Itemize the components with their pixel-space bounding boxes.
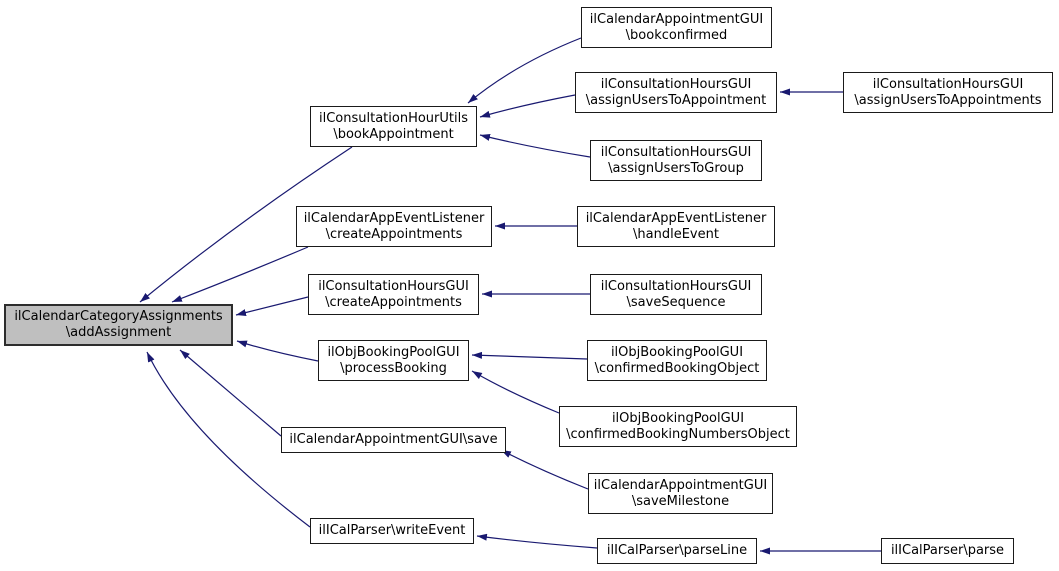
graph-node-label: ilObjBookingPoolGUI [327, 344, 460, 360]
graph-node-confirmedBookingObject[interactable]: ilObjBookingPoolGUI\confirmedBookingObje… [587, 340, 767, 381]
graph-node-label: \processBooking [340, 360, 447, 376]
graph-node-handleEvent[interactable]: ilCalendarAppEventListener\handleEvent [577, 206, 775, 247]
graph-node-label: ilObjBookingPoolGUI [610, 344, 744, 360]
graph-node-label: \assignUsersToGroup [608, 160, 744, 176]
graph-node-label: \bookconfirmed [625, 27, 728, 43]
graph-node-label: \bookAppointment [333, 126, 454, 142]
graph-node-addAssignment: ilCalendarCategoryAssignments\addAssignm… [4, 304, 233, 346]
graph-node-label: \addAssignment [65, 325, 172, 340]
graph-node-label: ilCalendarCategoryAssignments [14, 309, 223, 324]
graph-node-saveSequence[interactable]: ilConsultationHoursGUI\saveSequence [590, 274, 762, 315]
graph-node-assignUsersToGroup[interactable]: ilConsultationHoursGUI\assignUsersToGrou… [590, 140, 762, 181]
graph-node-label: ilConsultationHoursGUI [872, 76, 1024, 92]
edge-bookconfirmed-to-bookAppointment [467, 37, 582, 104]
graph-node-label: ilConsultationHoursGUI [600, 76, 752, 92]
graph-node-label: ilICalParser\parse [890, 543, 1005, 558]
graph-node-label: \handleEvent [633, 226, 719, 242]
graph-node-assignUsersToAppointments[interactable]: ilConsultationHoursGUI\assignUsersToAppo… [843, 72, 1053, 113]
graph-node-label: \createAppointments [325, 226, 463, 242]
graph-node-label: \assignUsersToAppointments [854, 92, 1042, 108]
graph-node-label: ilConsultationHoursGUI [318, 278, 469, 294]
graph-node-label: ilICalParser\writeEvent [318, 523, 466, 538]
graph-node-parse[interactable]: ilICalParser\parse [881, 538, 1014, 564]
graph-node-bookconfirmed[interactable]: ilCalendarAppointmentGUI\bookconfirmed [581, 7, 772, 48]
edge-writeEvent-to-addAssignment [146, 351, 311, 528]
graph-node-save[interactable]: ilCalendarAppointmentGUI\save [281, 427, 506, 453]
graph-node-label: \saveMilestone [631, 493, 730, 509]
graph-node-assignUsersToAppointment[interactable]: ilConsultationHoursGUI\assignUsersToAppo… [575, 72, 777, 113]
edge-assignUsersToGroup-to-bookAppointment [479, 134, 591, 158]
graph-node-label: \confirmedBookingNumbersObject [566, 426, 790, 442]
graph-node-label: ilCalendarAppointmentGUI [593, 477, 768, 493]
graph-node-confirmedBookingNumbersObject[interactable]: ilObjBookingPoolGUI\confirmedBookingNumb… [559, 406, 797, 447]
graph-node-parseLine[interactable]: ilICalParser\parseLine [597, 538, 757, 564]
graph-node-saveMilestone[interactable]: ilCalendarAppointmentGUI\saveMilestone [588, 473, 773, 514]
graph-node-label: ilConsultationHourUtils [318, 110, 468, 126]
edge-confirmedBookingObject-to-processBooking [471, 351, 588, 360]
edge-assignUsersToAppointment-to-bookAppointment [479, 94, 576, 118]
graph-node-label: ilCalendarAppEventListener [303, 210, 485, 226]
graph-node-createAppointmentsHours[interactable]: ilConsultationHoursGUI\createAppointment… [308, 274, 479, 315]
graph-node-label: ilCalendarAppointmentGUI [589, 11, 764, 27]
graph-node-label: ilCalendarAppEventListener [585, 210, 767, 226]
graph-node-label: ilCalendarAppointmentGUI\save [289, 432, 498, 447]
edge-processBooking-to-addAssignment [236, 340, 319, 362]
graph-node-label: ilObjBookingPoolGUI [611, 410, 745, 426]
graph-node-label: \createAppointments [325, 294, 462, 310]
graph-node-label: \saveSequence [626, 294, 726, 310]
edge-saveMilestone-to-save [500, 449, 589, 490]
graph-node-processBooking[interactable]: ilObjBookingPoolGUI\processBooking [318, 340, 469, 381]
graph-node-label: ilICalParser\parseLine [606, 543, 748, 558]
graph-node-createAppointmentsListener[interactable]: ilCalendarAppEventListener\createAppoint… [296, 206, 492, 247]
edge-bookAppointment-to-addAssignment [139, 146, 353, 303]
graph-node-bookAppointment[interactable]: ilConsultationHourUtils\bookAppointment [310, 106, 477, 147]
edge-createAppointmentsHours-to-addAssignment [235, 296, 309, 316]
edge-confirmedBookingNumbersObject-to-processBooking [471, 370, 560, 414]
graph-node-label: \assignUsersToAppointment [585, 92, 767, 108]
graph-node-writeEvent[interactable]: ilICalParser\writeEvent [310, 518, 474, 544]
edge-parseLine-to-writeEvent [476, 533, 598, 549]
edge-save-to-addAssignment [179, 349, 282, 437]
graph-node-label: ilConsultationHoursGUI [600, 278, 752, 294]
graph-node-label: ilConsultationHoursGUI [600, 144, 752, 160]
edge-group [139, 37, 881, 555]
graph-node-label: \confirmedBookingObject [594, 360, 760, 376]
edge-createAppointmentsListener-to-addAssignment [171, 246, 309, 303]
